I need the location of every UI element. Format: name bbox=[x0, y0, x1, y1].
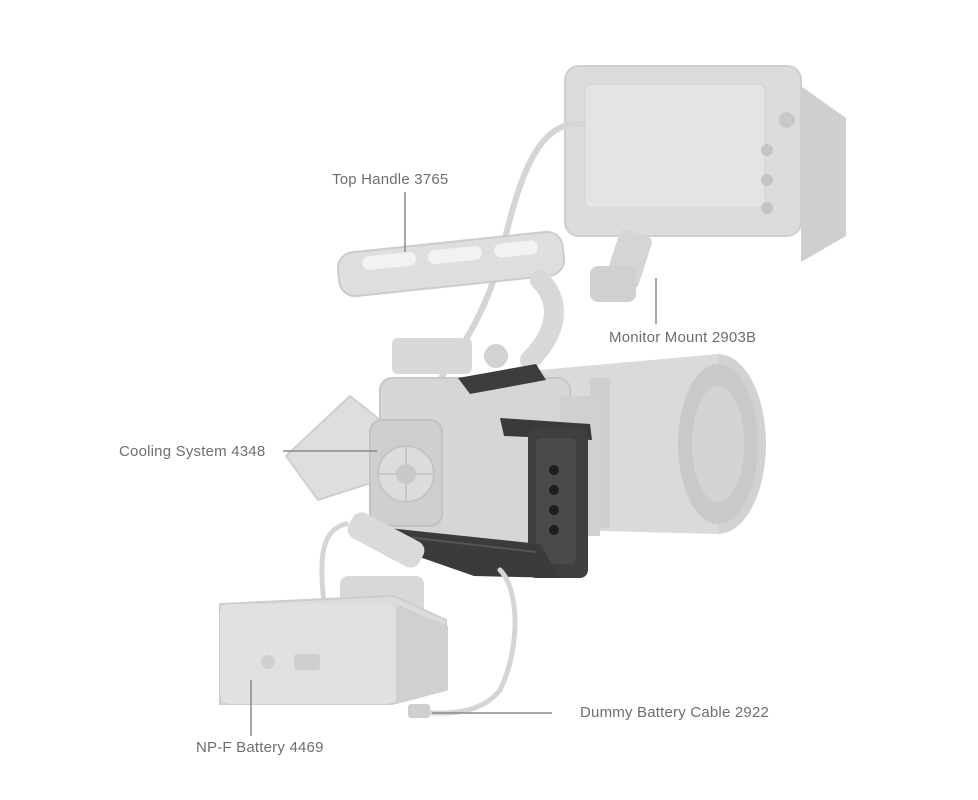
cooling-system-illustration bbox=[369, 419, 443, 527]
leader-lines bbox=[250, 192, 657, 736]
cooling-system-label: Cooling System 4348 bbox=[119, 443, 266, 460]
flip-screen-illustration bbox=[284, 394, 381, 502]
npf-battery-illustration bbox=[219, 576, 448, 705]
camera-cage-illustration bbox=[388, 364, 592, 578]
monitor-mount-label: Monitor Mount 2903B bbox=[609, 329, 757, 346]
monitor-mount-illustration bbox=[590, 229, 652, 302]
top-handle-illustration bbox=[336, 230, 566, 370]
monitor-illustration bbox=[564, 65, 846, 262]
npf-battery-label: NP-F Battery 4469 bbox=[196, 739, 324, 756]
cable-connector-illustration bbox=[408, 704, 430, 718]
top-handle-label: Top Handle 3765 bbox=[332, 171, 449, 188]
dummy-battery-cable-label: Dummy Battery Cable 2922 bbox=[580, 704, 770, 721]
